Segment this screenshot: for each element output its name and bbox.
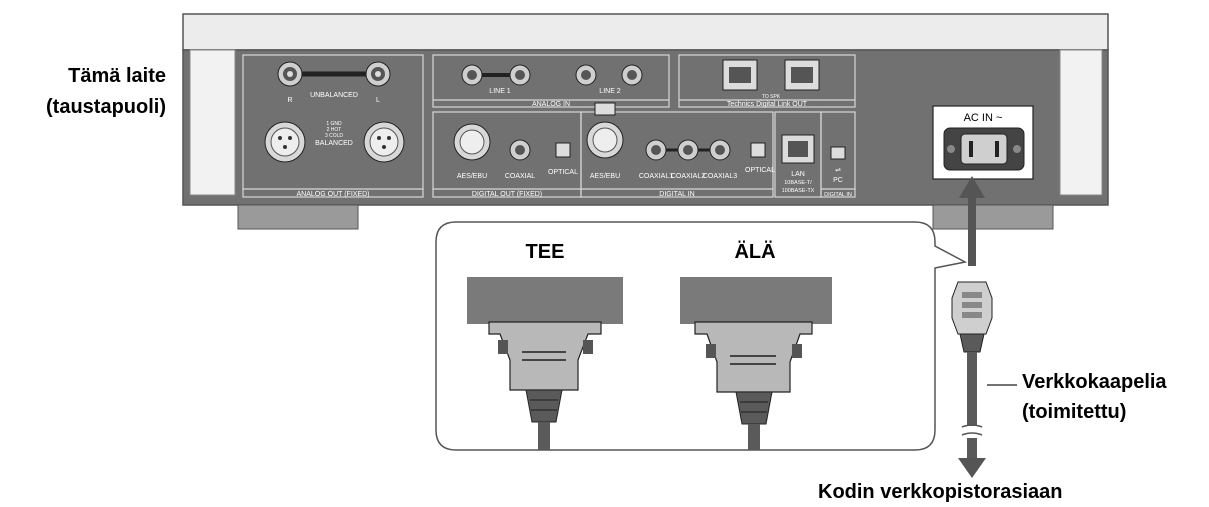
lan-100base-label: 100BASE-TX (782, 188, 815, 194)
balanced-pin-1: 1 GND (326, 121, 342, 127)
incorrect-connection-illustration (680, 277, 832, 450)
optical-in-label: OPTICAL (745, 167, 775, 174)
balanced-pin-3: 3 COLD (325, 133, 343, 139)
to-speaker-label: TO SPK (762, 94, 781, 100)
cable-label-line1: Verkkokaapelia (1022, 371, 1167, 393)
digital-link-ports (722, 59, 820, 91)
correct-connection-illustration (467, 277, 623, 450)
outlet-label: Kodin verkkopistorasiaan (818, 481, 1063, 503)
device-label-line1: Tämä laite (68, 65, 166, 87)
do-label: TEE (526, 241, 565, 263)
aes-ebu-in-label: AES/EBU (590, 173, 620, 180)
usb-symbol-label: ⇌ (835, 167, 841, 174)
line1-label: LINE 1 (489, 88, 511, 95)
unbalanced-rca-jacks (277, 61, 391, 87)
panel-boxes (242, 54, 856, 198)
line2-label: LINE 2 (599, 88, 621, 95)
coaxial1-label: COAXIAL1 (639, 173, 673, 180)
digital-out-jacks (453, 123, 571, 161)
digital-link-out-label: Technics Digital Link OUT (727, 101, 808, 108)
device-label-line2: (taustapuoli) (46, 96, 166, 118)
pc-label: PC (833, 177, 843, 184)
analog-in-jacks (461, 64, 643, 86)
lan-label: LAN (791, 171, 805, 178)
digital-in-jacks (586, 102, 766, 161)
cable-label: Verkkokaapelia (toimitettu) (1022, 370, 1167, 424)
analog-in-label: ANALOG IN (532, 101, 570, 108)
lan-10base-label: 10BASE-T/ (784, 180, 812, 186)
unbalanced-label: UNBALANCED (310, 92, 358, 99)
digital-in-label: DIGITAL IN (659, 191, 694, 198)
ac-in-label: AC IN ~ (964, 112, 1003, 124)
coaxial3-label: COAXIAL3 (703, 173, 737, 180)
power-cable (951, 176, 1017, 478)
coaxial-out-label: COAXIAL (505, 173, 535, 180)
analog-out-label: ANALOG OUT (FIXED) (297, 191, 370, 198)
coaxial2-label: COAXIAL2 (671, 173, 705, 180)
balanced-pin-2: 2 HOT (327, 127, 342, 133)
digital-out-label: DIGITAL OUT (FIXED) (472, 191, 542, 198)
channel-l-label: L (376, 97, 380, 104)
balanced-xlr-jacks (264, 121, 405, 163)
lan-port (781, 134, 815, 164)
optical-out-label: OPTICAL (548, 169, 578, 176)
device-label: Tämä laite (taustapuoli) (8, 64, 166, 119)
dont-label: ÄLÄ (734, 240, 775, 263)
channel-r-label: R (287, 97, 292, 104)
digital-in2-label: DIGITAL IN (824, 192, 852, 198)
usb-pc-port (830, 146, 846, 160)
aes-ebu-out-label: AES/EBU (457, 173, 487, 180)
ac-inlet (932, 105, 1034, 180)
cable-label-line2: (toimitettu) (1022, 401, 1127, 423)
balanced-label: BALANCED (315, 140, 353, 147)
